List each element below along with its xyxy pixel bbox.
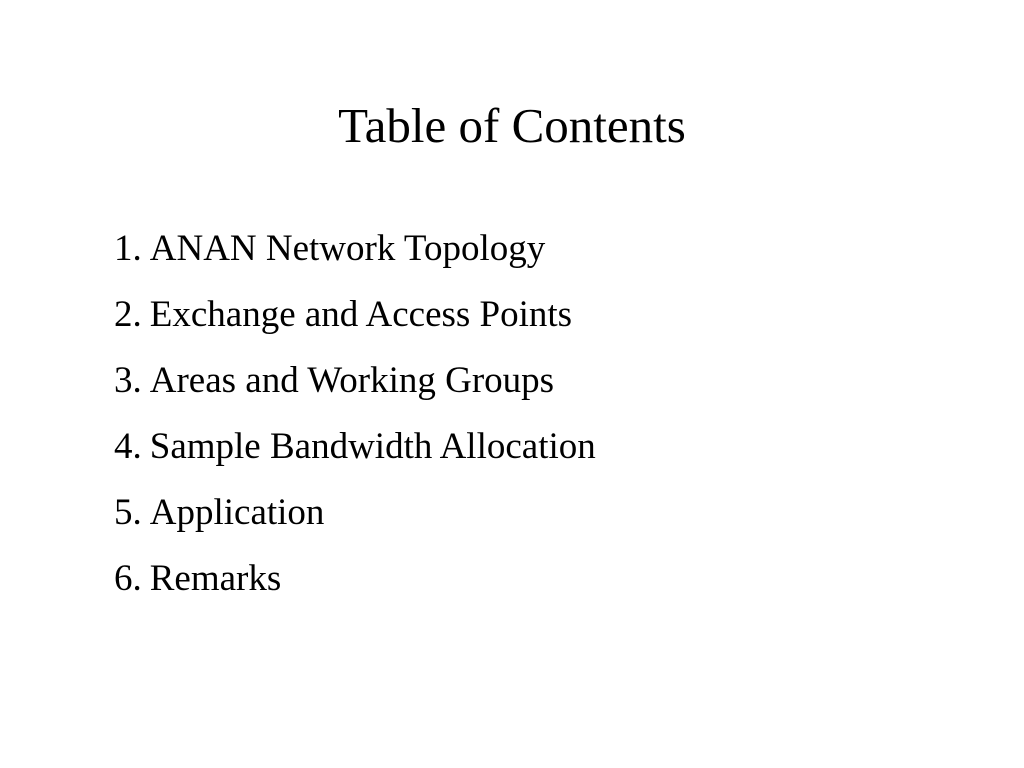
toc-item-label: Sample Bandwidth Allocation — [149, 426, 596, 467]
toc-item-number: 6. — [114, 558, 142, 599]
toc-item-number: 4. — [114, 426, 142, 467]
toc-item-label: Areas and Working Groups — [149, 360, 555, 401]
toc-list: 1.ANAN Network Topology 2.Exchange and A… — [114, 216, 596, 612]
toc-item-number: 1. — [114, 228, 142, 269]
toc-item-5: 5.Application — [114, 480, 596, 546]
toc-item-label: Exchange and Access Points — [149, 294, 573, 335]
toc-item-label: Remarks — [149, 558, 282, 599]
slide-title: Table of Contents — [338, 98, 686, 153]
toc-item-1: 1.ANAN Network Topology — [114, 216, 596, 282]
toc-item-number: 3. — [114, 360, 142, 401]
toc-item-6: 6.Remarks — [114, 546, 596, 612]
toc-item-number: 2. — [114, 294, 142, 335]
toc-item-2: 2.Exchange and Access Points — [114, 282, 596, 348]
toc-item-label: ANAN Network Topology — [149, 228, 546, 269]
toc-item-number: 5. — [114, 492, 142, 533]
toc-item-4: 4.Sample Bandwidth Allocation — [114, 414, 596, 480]
toc-item-3: 3.Areas and Working Groups — [114, 348, 596, 414]
toc-item-label: Application — [149, 492, 325, 533]
